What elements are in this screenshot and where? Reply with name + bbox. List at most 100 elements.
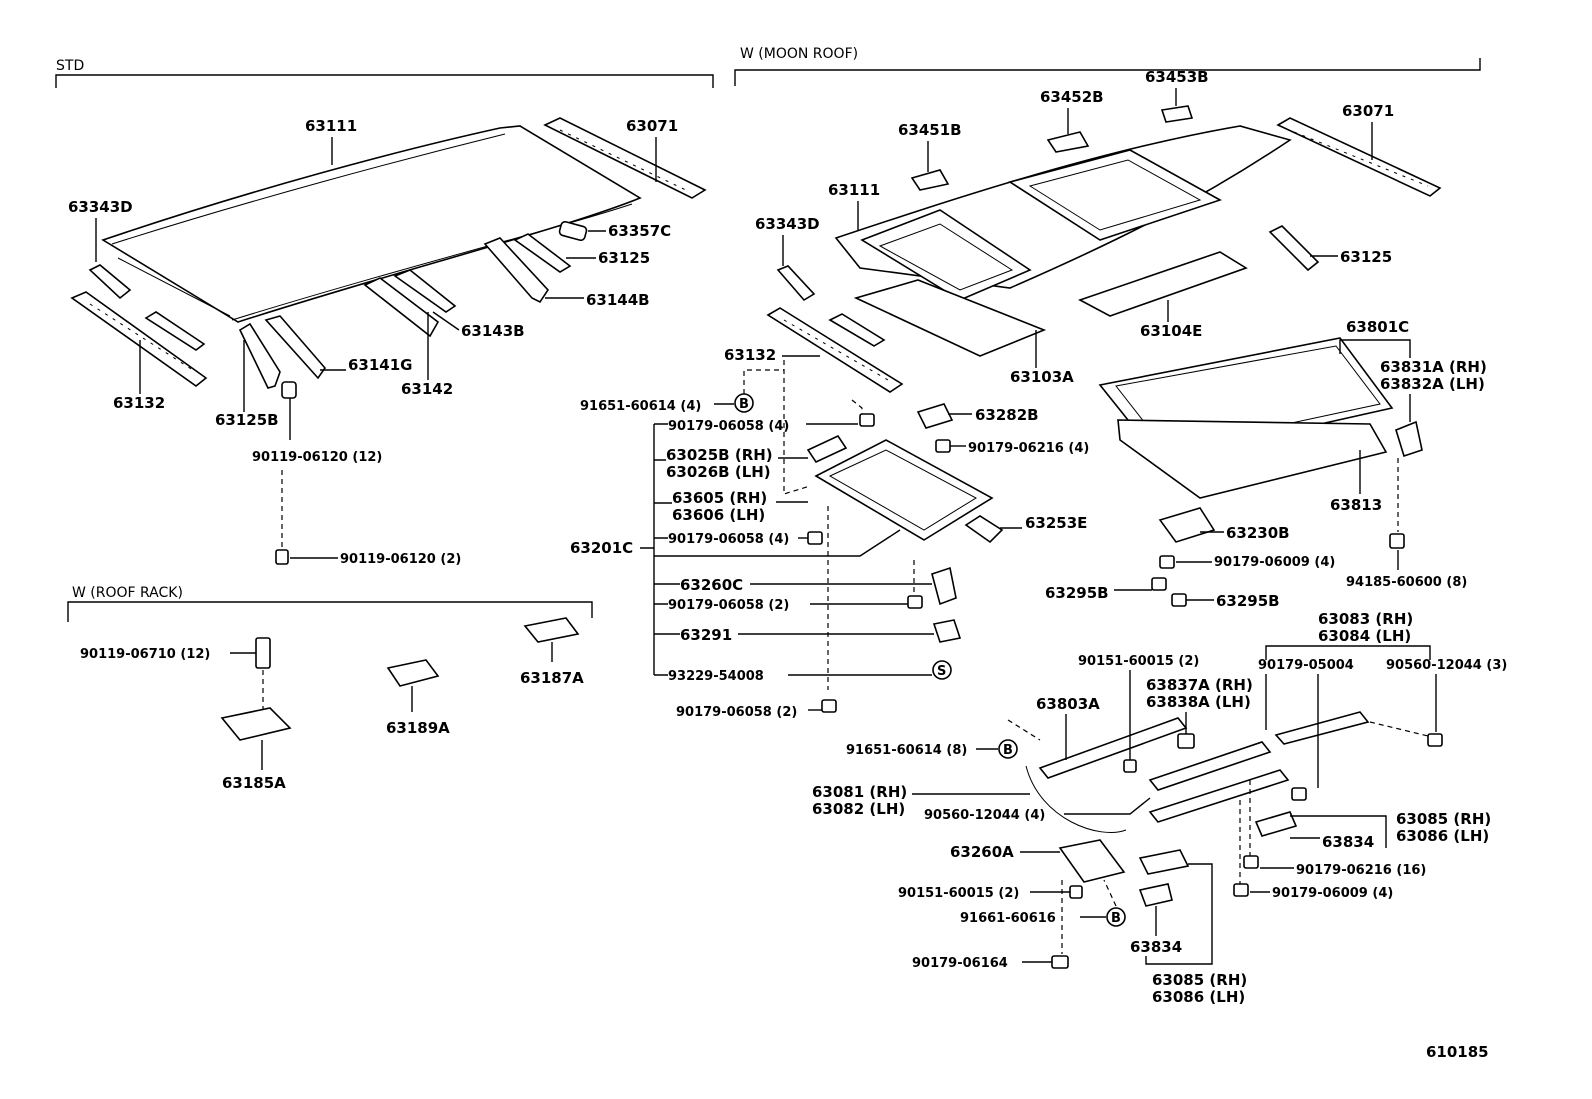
label-std-63111: 63111 — [305, 117, 357, 135]
label-moon-63803a: 63803A — [1036, 695, 1100, 713]
std-rail-63071 — [543, 117, 707, 199]
moon-part-63831a — [1395, 420, 1423, 458]
label-moon-90151-2a: 90151-60015 (2) — [1078, 654, 1199, 669]
std-clip-63357c — [558, 220, 588, 242]
std-piece-flat — [144, 311, 206, 351]
section-std-bracket — [55, 74, 714, 88]
moon-plate-63451b — [910, 169, 950, 191]
moon-part-63230b — [1158, 507, 1216, 543]
std-bow-63125 — [513, 233, 572, 273]
label-std-90119-2: 90119-06120 (2) — [340, 552, 461, 567]
label-moon-63125: 63125 — [1340, 248, 1392, 266]
moon-nut-90560-3 — [1427, 733, 1443, 747]
label-moon-63834b: 63834 — [1130, 938, 1182, 956]
moon-nut-90151-2b — [1069, 885, 1083, 899]
label-moon-63451b: 63451B — [898, 121, 962, 139]
label-moon-63295b-b: 63295B — [1216, 592, 1280, 610]
label-moon-90179-05004: 90179-05004 — [1258, 658, 1354, 673]
label-std-63071: 63071 — [626, 117, 678, 135]
leader-moon-63201c-bracket — [653, 423, 680, 676]
moon-nut-90179-06009-4a — [1159, 555, 1175, 569]
label-moon-63453b: 63453B — [1145, 68, 1209, 86]
marker-b-3-text: B — [1111, 911, 1121, 926]
moon-piece-63343d — [776, 265, 816, 302]
label-moon-63838a: 63838A (LH) — [1146, 693, 1251, 711]
label-moon-63132: 63132 — [724, 346, 776, 364]
label-moon-90179-06164: 90179-06164 — [912, 956, 1008, 971]
label-moon-63837a: 63837A (RH) — [1146, 676, 1253, 694]
std-rail-63132 — [70, 291, 208, 388]
label-moon-90179-06058-4b: 90179-06058 (4) — [668, 532, 789, 547]
label-std-63143b: 63143B — [461, 322, 525, 340]
leader-moon-b2-dash — [1007, 719, 1041, 741]
rr-bracket-63189a — [386, 659, 440, 687]
label-moon-63831a: 63831A (RH) — [1380, 358, 1487, 376]
label-moon-90179-06058-2b: 90179-06058 (2) — [676, 705, 797, 720]
leader-moon-b3-dash — [1103, 879, 1117, 907]
label-moon-90560-4: 90560-12044 (4) — [924, 808, 1045, 823]
label-moon-63801c: 63801C — [1346, 318, 1409, 336]
rr-bolt — [255, 637, 271, 669]
label-moon-63260a: 63260A — [950, 843, 1014, 861]
label-rr-63185a: 63185A — [222, 774, 286, 792]
moon-nut-94185 — [1389, 533, 1405, 549]
label-moon-63452b: 63452B — [1040, 88, 1104, 106]
diagram-code: 610185 — [1426, 1043, 1489, 1061]
label-moon-63083: 63083 (RH) — [1318, 610, 1413, 628]
std-bow-63141g — [264, 315, 327, 380]
moon-drive-rail-63803a — [1038, 717, 1188, 779]
leader-std-63143b — [432, 311, 460, 331]
label-moon-63813: 63813 — [1330, 496, 1382, 514]
moon-roof-panel — [834, 125, 1292, 301]
rr-bracket-63187a — [523, 617, 580, 643]
rr-bracket-63185a — [220, 707, 292, 741]
label-std-63125: 63125 — [598, 249, 650, 267]
moon-nut-90179-06216-16 — [1243, 855, 1259, 869]
std-bolt-90119-2 — [275, 549, 289, 565]
marker-s-text: S — [937, 664, 946, 679]
label-moon-63230b: 63230B — [1226, 524, 1290, 542]
label-moon-63834a: 63834 — [1322, 833, 1374, 851]
section-roof-rack-label: W (ROOF RACK) — [72, 585, 183, 601]
label-moon-90151-2b: 90151-60015 (2) — [898, 886, 1019, 901]
moon-drive-rail-63083 — [1274, 711, 1370, 745]
label-std-63357c: 63357C — [608, 222, 671, 240]
label-moon-63084: 63084 (LH) — [1318, 627, 1411, 645]
label-moon-63085b: 63085 (RH) — [1152, 971, 1247, 989]
moon-screw-90151-2a — [1123, 759, 1137, 773]
label-moon-90179-06058-2a: 90179-06058 (2) — [668, 598, 789, 613]
moon-piece-flat — [828, 313, 886, 347]
marker-s — [932, 660, 952, 680]
label-moon-63025b: 63025B (RH) — [666, 446, 773, 464]
moon-part-63025b — [806, 434, 848, 464]
moon-glass-63201c — [814, 439, 994, 541]
label-moon-91651-4: 91651-60614 (4) — [580, 399, 701, 414]
moon-drive-rail-63081 — [1025, 741, 1290, 833]
label-moon-63343d: 63343D — [755, 215, 820, 233]
label-moon-63201c: 63201C — [570, 539, 633, 557]
label-std-63141g: 63141G — [348, 356, 413, 374]
moon-part-63837a — [1177, 733, 1195, 749]
moon-part-63282b — [916, 403, 954, 429]
std-bow-63143b — [363, 277, 440, 338]
moon-nut-90179-06009-4b — [1233, 883, 1249, 897]
label-moon-63103a: 63103A — [1010, 368, 1074, 386]
section-moon-roof-bracket — [734, 58, 1481, 86]
std-roof-panel — [101, 125, 642, 323]
std-bow-63125b — [238, 322, 281, 389]
label-moon-63606: 63606 (LH) — [672, 506, 765, 524]
leader-moon-90179-dash-a — [851, 399, 863, 414]
moon-clip-63295b-a — [1151, 577, 1167, 591]
moon-nut-90179-06164 — [1051, 955, 1069, 969]
moon-bracket-63834-b — [1138, 883, 1173, 907]
label-moon-63086b: 63086 (LH) — [1152, 988, 1245, 1006]
std-piece-63343d — [88, 264, 132, 300]
moon-bracket-63834-a — [1254, 811, 1298, 837]
moon-bracket-63085-b — [1138, 849, 1190, 875]
marker-b-3 — [1106, 907, 1126, 927]
label-moon-63253e: 63253E — [1025, 514, 1087, 532]
label-moon-63295b-a: 63295B — [1045, 584, 1109, 602]
label-moon-63026b: 63026B (LH) — [666, 463, 771, 481]
label-rr-63187a: 63187A — [520, 669, 584, 687]
leader-moon-63801c — [1339, 339, 1411, 358]
